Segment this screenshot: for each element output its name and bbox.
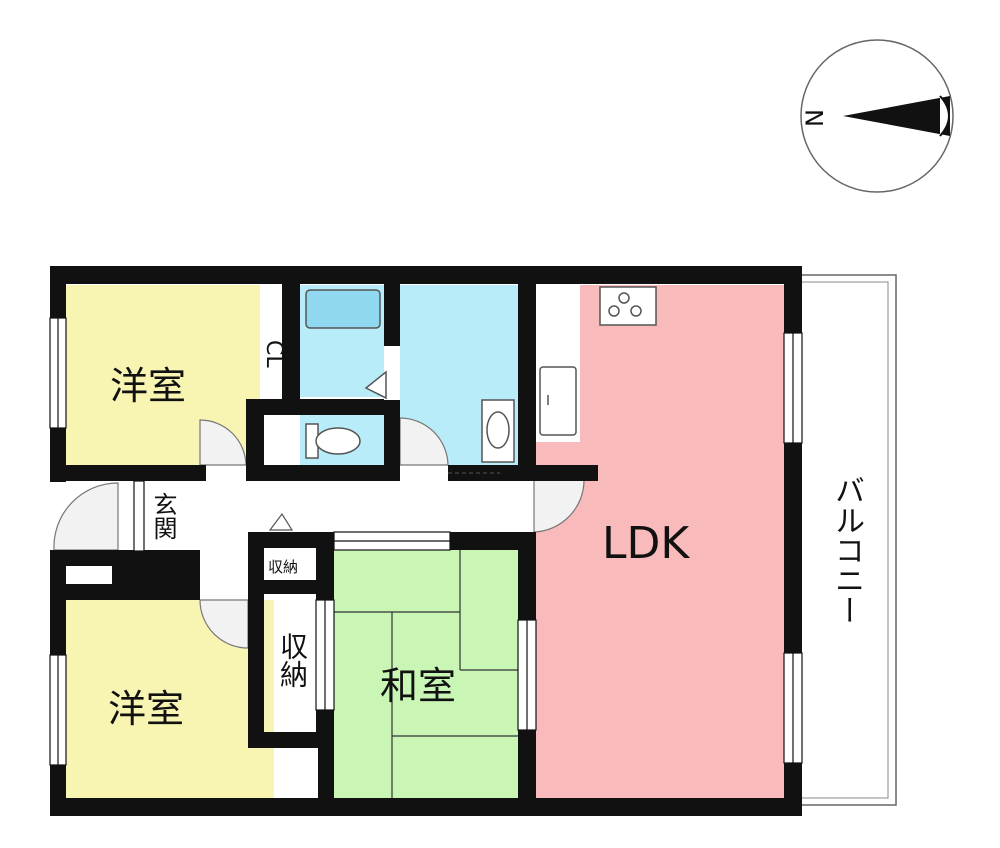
entrance-label: 玄関 xyxy=(149,492,177,540)
ldk-fill xyxy=(536,285,784,798)
storage-tall-label: 収納 xyxy=(276,632,309,688)
tatami-lines xyxy=(334,550,518,798)
western-room-top-label: 洋室 xyxy=(110,364,187,408)
compass-needle-icon xyxy=(843,96,950,136)
japanese-room-fill xyxy=(334,550,518,798)
compass xyxy=(800,39,954,193)
ldk-label: LDK xyxy=(602,518,690,569)
japanese-room-label: 和室 xyxy=(380,664,457,708)
western-room-bottom-label: 洋室 xyxy=(108,687,185,731)
windows xyxy=(49,317,803,766)
kitchen-fixtures xyxy=(539,286,657,436)
storage-small-label: 収納 xyxy=(268,558,299,576)
bath-fixtures xyxy=(305,289,515,463)
balcony-area xyxy=(799,274,897,806)
balcony-label: バルコニー xyxy=(829,475,864,625)
compass-label: N xyxy=(800,109,829,127)
door-swings xyxy=(53,417,585,649)
closet-label: CL xyxy=(261,340,286,368)
